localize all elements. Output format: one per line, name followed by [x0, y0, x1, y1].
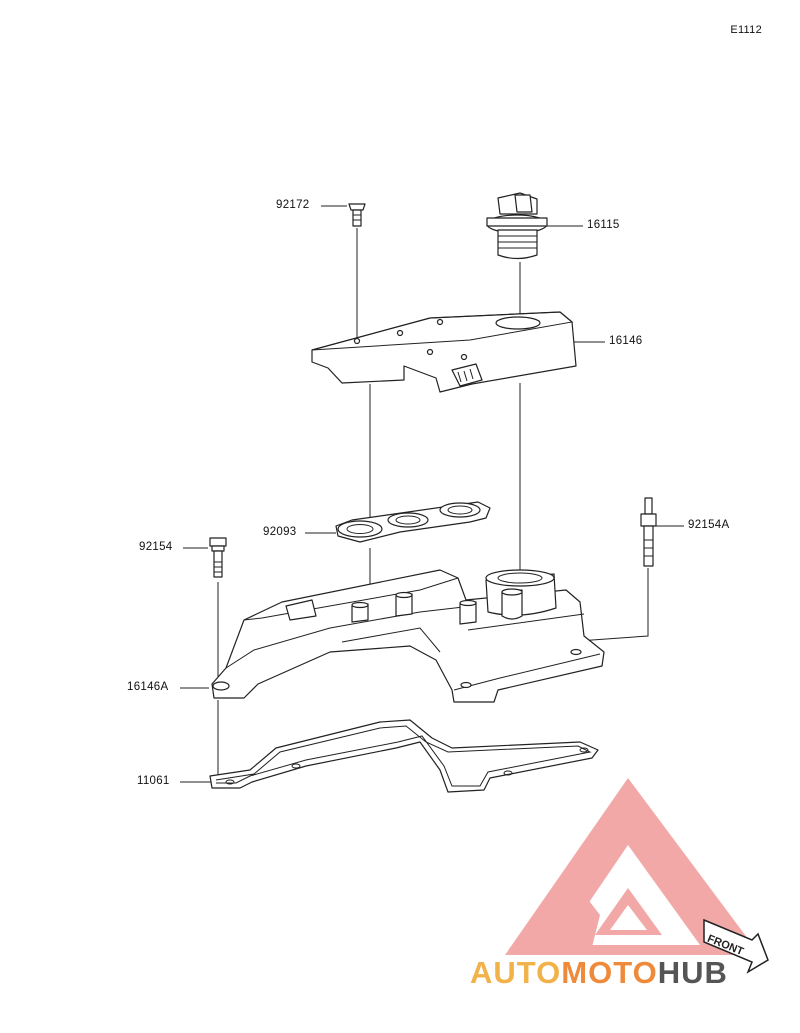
label-16146A: 16146A — [127, 681, 169, 693]
stud-92154A — [640, 497, 657, 567]
screw-92172 — [348, 203, 366, 227]
watermark-logo — [505, 778, 760, 955]
oil-cap-16115 — [486, 192, 548, 260]
watermark-auto: AUTO — [470, 955, 562, 990]
label-16115: 16115 — [587, 219, 620, 231]
head-cover-16146A — [211, 569, 605, 703]
cover-16146 — [311, 311, 577, 393]
watermark-hub: HUB — [657, 955, 728, 990]
label-92093: 92093 — [263, 526, 297, 538]
leader-lines — [180, 205, 684, 783]
gaskets-92093 — [335, 501, 491, 543]
label-92154A: 92154A — [688, 519, 730, 531]
label-16146: 16146 — [609, 335, 643, 347]
label-11061: 11061 — [137, 775, 170, 787]
diagram-code: E1112 — [730, 24, 762, 36]
watermark-text: AUTOMOTOHUB — [470, 955, 728, 991]
label-92154: 92154 — [139, 541, 173, 553]
watermark-moto: MOTO — [561, 955, 658, 990]
label-92172: 92172 — [276, 199, 310, 211]
gasket-11061 — [209, 719, 599, 793]
bolt-92154 — [209, 537, 227, 578]
